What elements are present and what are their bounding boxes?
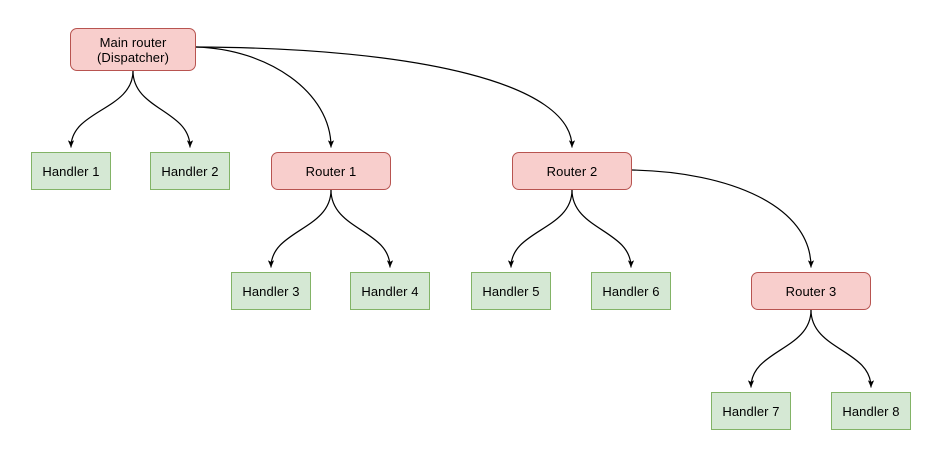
node-main-router[interactable]: Main router (Dispatcher) <box>70 28 196 71</box>
node-label-handler-5: Handler 5 <box>482 283 540 299</box>
node-handler-8[interactable]: Handler 8 <box>831 392 911 430</box>
node-label-router-3: Router 3 <box>785 283 837 299</box>
node-label-handler-4: Handler 4 <box>361 283 419 299</box>
node-handler-6[interactable]: Handler 6 <box>591 272 671 310</box>
node-handler-1[interactable]: Handler 1 <box>31 152 111 190</box>
edge-router-2-to-router-3 <box>631 169 815 268</box>
edge-router-1-to-handler-4 <box>330 189 394 268</box>
edge-router-2-to-handler-6 <box>571 189 635 268</box>
node-handler-2[interactable]: Handler 2 <box>150 152 230 190</box>
node-label-handler-8: Handler 8 <box>842 403 900 419</box>
edge-router-1-to-handler-3 <box>267 189 332 268</box>
edge-main-to-handler-2 <box>132 70 194 148</box>
node-handler-4[interactable]: Handler 4 <box>350 272 430 310</box>
node-label-handler-1: Handler 1 <box>42 163 100 179</box>
node-label-main-router: Main router (Dispatcher) <box>97 34 169 65</box>
node-handler-7[interactable]: Handler 7 <box>711 392 791 430</box>
node-router-3[interactable]: Router 3 <box>751 272 871 310</box>
edge-router-3-to-handler-8 <box>810 309 875 388</box>
edge-main-to-router-1 <box>195 46 335 148</box>
node-handler-3[interactable]: Handler 3 <box>231 272 311 310</box>
node-router-1[interactable]: Router 1 <box>271 152 391 190</box>
edge-router-3-to-handler-7 <box>747 309 812 388</box>
node-router-2[interactable]: Router 2 <box>512 152 632 190</box>
node-label-router-2: Router 2 <box>546 163 598 179</box>
edge-main-to-handler-1 <box>67 70 134 148</box>
edges-group <box>67 46 875 388</box>
node-label-handler-6: Handler 6 <box>602 283 660 299</box>
node-label-handler-3: Handler 3 <box>242 283 300 299</box>
node-label-router-1: Router 1 <box>305 163 357 179</box>
edge-main-to-router-2 <box>195 46 576 148</box>
node-label-handler-2: Handler 2 <box>161 163 219 179</box>
node-handler-5[interactable]: Handler 5 <box>471 272 551 310</box>
node-label-handler-7: Handler 7 <box>722 403 780 419</box>
edge-router-2-to-handler-5 <box>507 189 573 268</box>
